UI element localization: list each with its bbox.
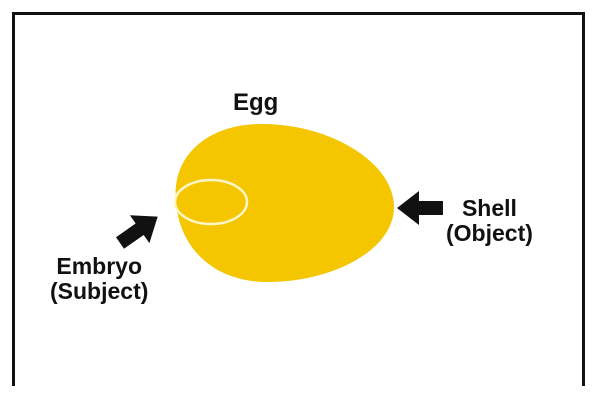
arrow-left-icon <box>397 191 443 225</box>
embryo-label: Embryo (Subject) <box>50 254 148 305</box>
embryo-name: Embryo <box>50 254 148 279</box>
egg-title: Egg <box>233 90 278 116</box>
shell-label: Shell (Object) <box>446 196 533 247</box>
arrow-right-up-icon <box>110 203 167 257</box>
egg-shape <box>176 124 394 282</box>
embryo-role: (Subject) <box>50 279 148 304</box>
shell-name: Shell <box>446 196 533 221</box>
shell-role: (Object) <box>446 221 533 246</box>
